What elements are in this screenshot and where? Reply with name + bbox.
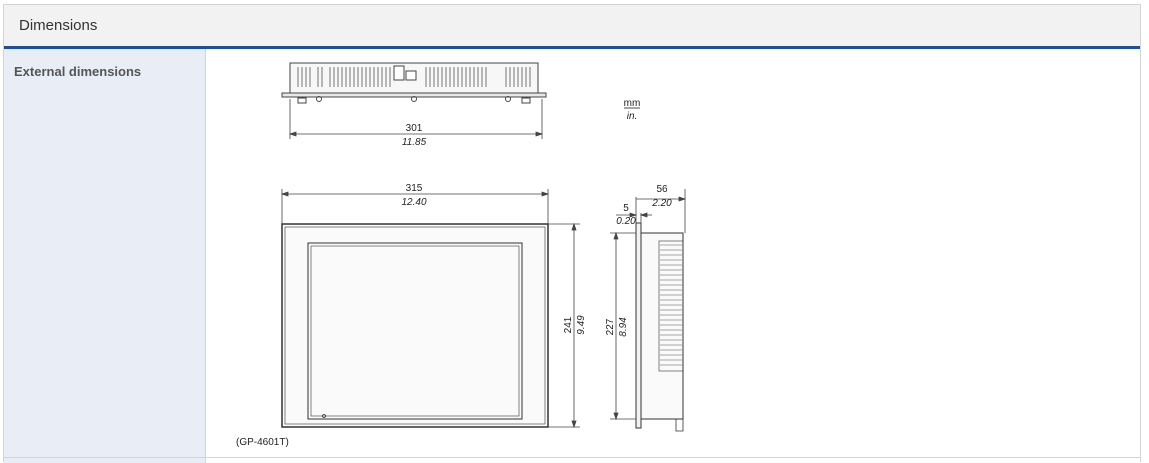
side-depth-dimension-line — [635, 189, 687, 233]
side-depth-mm: 56 — [656, 184, 668, 195]
label-column: External dimensions — [4, 49, 206, 463]
side-depth-in: 2.20 — [651, 198, 672, 209]
side-height-mm: 227 — [605, 318, 616, 335]
dimension-drawing: 301 11.85 mm in. 315 1 — [280, 62, 687, 432]
front-height-in: 9.49 — [576, 315, 587, 335]
front-width-mm: 315 — [406, 183, 423, 194]
bezel-depth-mm: 5 — [623, 203, 629, 214]
dimensions-panel: Dimensions External dimensions — [3, 4, 1141, 463]
model-note: (GP-4601T) — [236, 437, 289, 448]
unit-in: in. — [627, 111, 638, 122]
bezel-depth-in: 0.20 — [616, 216, 636, 227]
top-width-mm: 301 — [406, 123, 423, 134]
panel-title: Dimensions — [19, 17, 98, 34]
panel-header: Dimensions — [4, 5, 1140, 49]
front-width-in: 12.40 — [401, 197, 426, 208]
front-view — [281, 223, 549, 428]
top-width-dimension-line — [288, 99, 544, 139]
unit-mm: mm — [624, 98, 641, 109]
front-height-mm: 241 — [563, 316, 574, 333]
row-divider — [4, 457, 1140, 458]
content-column: 301 11.85 mm in. 315 1 — [206, 49, 1140, 463]
side-view — [635, 222, 684, 432]
bezel-depth-dimension-line — [616, 212, 652, 223]
top-width-in: 11.85 — [402, 137, 427, 148]
row-label-external-dimensions: External dimensions — [14, 64, 142, 79]
side-height-dimension-line — [610, 231, 636, 421]
side-height-in: 8.94 — [618, 317, 629, 337]
front-height-dimension-line — [548, 222, 580, 429]
top-view — [281, 62, 547, 104]
front-width-dimension-line — [280, 189, 550, 224]
